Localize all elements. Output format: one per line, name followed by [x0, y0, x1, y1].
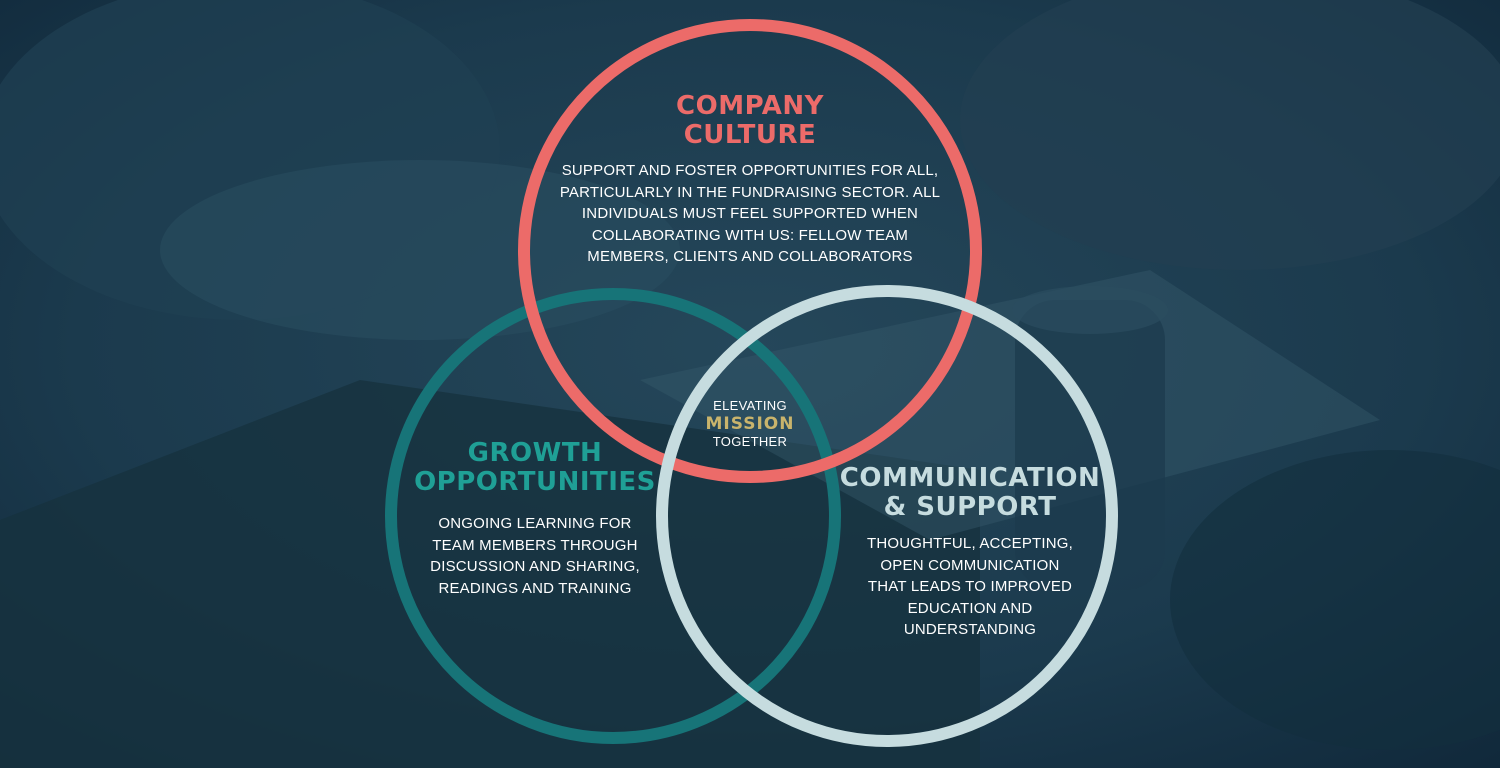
culture-description-line: PARTICULARLY IN THE FUNDRAISING SECTOR. …	[559, 183, 941, 201]
growth-description-line: DISCUSSION AND SHARING,	[430, 558, 640, 575]
growth-description-line: TEAM MEMBERS THROUGH	[432, 536, 638, 554]
center-label-bottom: TOGETHER	[712, 434, 788, 449]
culture-description: SUPPORT AND FOSTER OPPORTUNITIES FOR ALL…	[540, 160, 960, 268]
growth-circle	[385, 288, 841, 744]
communication-description-line: UNDERSTANDING	[903, 621, 1037, 638]
culture-title: COMPANY CULTURE	[600, 92, 900, 150]
culture-description-line: SUPPORT AND FOSTER OPPORTUNITIES FOR ALL…	[561, 162, 939, 179]
communication-description-line: THOUGHTFUL, ACCEPTING,	[866, 535, 1074, 552]
growth-description: ONGOING LEARNING FOR TEAM MEMBERS THROUG…	[410, 513, 660, 599]
growth-description-line: ONGOING LEARNING FOR	[438, 515, 632, 532]
culture-title-line: CULTURE	[683, 120, 817, 150]
communication-title: COMMUNICATION & SUPPORT	[830, 464, 1110, 522]
communication-circle	[656, 285, 1118, 747]
culture-description-line: MEMBERS, CLIENTS AND COLLABORATORS	[587, 248, 913, 265]
communication-title-line: COMMUNICATION	[839, 463, 1101, 493]
culture-circle	[518, 19, 982, 483]
growth-description-line: READINGS AND TRAINING	[438, 579, 632, 597]
growth-title: GROWTH OPPORTUNITIES	[400, 439, 670, 497]
communication-description: THOUGHTFUL, ACCEPTING, OPEN COMMUNICATIO…	[845, 533, 1095, 641]
growth-title-line: GROWTH	[467, 438, 603, 468]
growth-title-line: OPPORTUNITIES	[414, 467, 656, 497]
communication-description-line: EDUCATION AND	[907, 599, 1033, 617]
culture-title-line: COMPANY	[676, 91, 824, 121]
center-overlap-label: ELEVATING MISSION TOGETHER	[680, 398, 820, 450]
communication-title-line: & SUPPORT	[883, 492, 1057, 522]
communication-description-line: OPEN COMMUNICATION	[880, 556, 1060, 574]
communication-description-line: THAT LEADS TO IMPROVED	[867, 578, 1073, 595]
center-label-top: ELEVATING	[713, 398, 787, 413]
center-label-mission: MISSION	[705, 414, 795, 434]
culture-description-line: INDIVIDUALS MUST FEEL SUPPORTED WHEN	[581, 205, 919, 222]
culture-description-line: COLLABORATING WITH US: FELLOW TEAM	[591, 226, 909, 244]
